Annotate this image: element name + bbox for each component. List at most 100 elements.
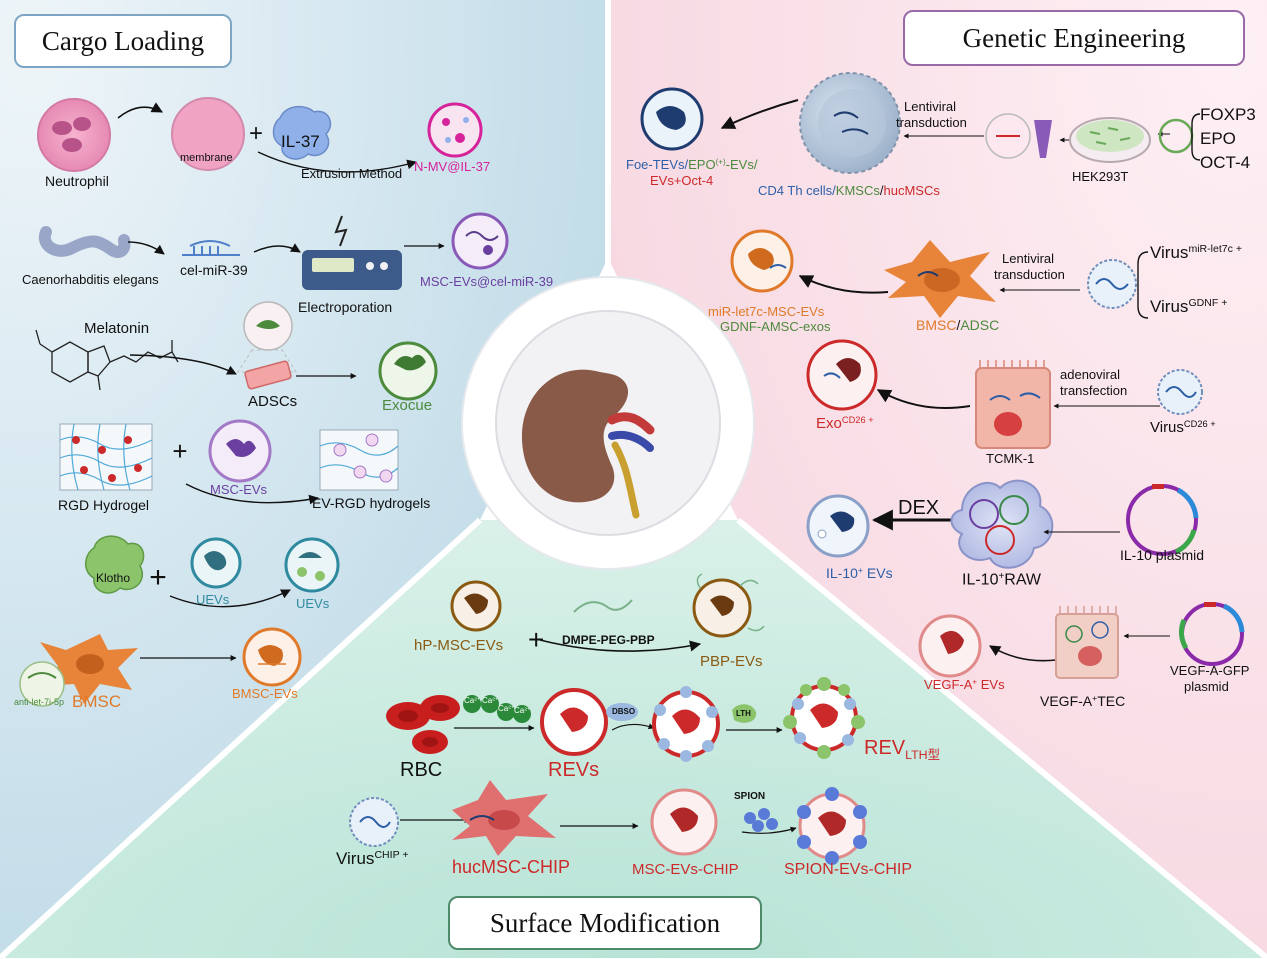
il10-plasmid-icon xyxy=(1126,484,1199,556)
lentivirus-packaging-icon xyxy=(985,113,1052,159)
dbso-icon xyxy=(606,703,638,721)
adscs-flask-icon xyxy=(237,301,297,390)
rev-lth-sub: LTH型 xyxy=(905,748,941,762)
virus-chip-sup: CHIP + xyxy=(374,849,409,862)
membrane-icon xyxy=(171,97,245,171)
neutrophil-icon xyxy=(37,98,111,172)
vegf-evs-sup: + xyxy=(972,677,978,687)
virus-chip-text: Virus xyxy=(336,849,375,868)
ca-label-1: Ca2+ xyxy=(464,697,480,705)
virus-mir-text: Virus xyxy=(1150,243,1189,262)
virus-gdnf-text: Virus xyxy=(1150,297,1189,316)
ca-label-2: Ca2+ xyxy=(482,697,498,705)
vegf-evs-text: VEGF-A xyxy=(924,677,973,692)
adenoviral-label: adenoviral xyxy=(1060,367,1120,382)
lth-icon xyxy=(732,704,757,723)
genetic-engineering-title: Genetic Engineering xyxy=(903,10,1245,66)
cd4-th-cell-icon xyxy=(799,72,901,174)
transduction-label-1: transduction xyxy=(896,115,967,130)
c-elegans-icon xyxy=(38,226,131,258)
vegf-tec-text: VEGF-A xyxy=(1040,693,1093,709)
bmsc-adsc-cell-icon xyxy=(884,240,996,318)
vegf-plasmid-icon xyxy=(1178,602,1245,666)
adsc-text: ADSC xyxy=(960,317,1000,333)
revs-label: REVs xyxy=(548,759,600,781)
dex-label: DEX xyxy=(898,497,940,519)
hucmscs-text: hucMSCs xyxy=(883,183,940,198)
mir-let-vesicle-icon xyxy=(730,229,794,293)
il10-evs-text: IL-10 xyxy=(826,565,858,581)
hek293t-dish-icon xyxy=(1069,117,1151,163)
il10-raw-text: IL-10 xyxy=(962,571,999,589)
vegf-evs-label: VEGF-A+ EVs xyxy=(924,678,1005,691)
kidney-icon xyxy=(521,369,655,519)
foe-tevs-text: Foe-TEVs/ xyxy=(626,157,689,172)
ca-4-sup: 2+ xyxy=(524,707,530,713)
virus-cd26-text: Virus xyxy=(1150,419,1184,437)
lentiviral-label-2: Lentiviral xyxy=(1002,251,1055,266)
uevs-vesicle-icon-1 xyxy=(190,537,242,589)
cd4-th-text: CD4 Th cells/ xyxy=(758,183,836,198)
anti-let-mirna-icon xyxy=(19,661,65,707)
foe-tevs-vesicle-icon xyxy=(640,87,704,151)
cd4-cells-label: CD4 Th cells/KMSCs/hucMSCs xyxy=(758,184,940,197)
ev-rgd-hydrogel-icon xyxy=(319,429,399,491)
electroporation-device-icon xyxy=(302,215,402,290)
rev-text: REV xyxy=(864,737,906,759)
foe-tevs-label: Foe-TEVs/EPO(+)-EVs/ xyxy=(626,158,757,171)
klotho-label: Klotho xyxy=(96,571,131,585)
exo-sup: CD26 + xyxy=(841,415,874,425)
rbc-label: RBC xyxy=(400,759,443,781)
dmpe-peg-pbp-label: DMPE-PEG-PBP xyxy=(562,633,655,647)
il10-evs-sup: + xyxy=(857,565,863,576)
ca-1-sup: 2+ xyxy=(474,697,480,703)
ca-2-sup: 2+ xyxy=(492,697,498,703)
vegf-tec-suffix: TEC xyxy=(1097,693,1126,709)
mirna-icon xyxy=(182,240,240,256)
bmsc-text: BMSC xyxy=(916,317,957,333)
lentiviral-label-1: Lentiviral xyxy=(904,99,957,114)
anti-let-label: anti-let-7i-5p xyxy=(14,697,65,707)
ca-3-sup: 2+ xyxy=(508,705,514,711)
il10-evs-label: IL-10+ EVs xyxy=(826,566,893,580)
il10-evs-vesicle-icon xyxy=(806,494,870,558)
vegf-plasmid-label-1: VEGF-A-GFP xyxy=(1170,663,1250,678)
hucmsc-chip-cell-icon xyxy=(452,780,556,856)
rev-lth-vesicle-icon xyxy=(783,677,865,759)
svg-text:+: + xyxy=(149,561,167,594)
virus-gdnf-sup: GDNF + xyxy=(1188,297,1228,310)
exocue-vesicle-icon xyxy=(378,341,438,401)
ca-3-text: Ca xyxy=(498,704,509,713)
vegf-tec-label: VEGF-A+TEC xyxy=(1040,694,1125,708)
vegf-tec-sup: + xyxy=(1092,693,1098,704)
exo-text: Exo xyxy=(816,415,842,433)
virus-gdnf-label: VirusGDNF + xyxy=(1150,298,1227,315)
n-mv-il37-label: N-MV@IL-37 xyxy=(414,159,491,174)
vegf-evs-vesicle-icon xyxy=(918,614,982,678)
virus-cd26-sup: CD26 + xyxy=(1183,419,1216,429)
vegf-plasmid-label-2: plasmid xyxy=(1184,679,1229,694)
msc-evs-chip-vesicle-icon xyxy=(650,788,718,856)
virus-mir-label: VirusmiR-let7c + xyxy=(1150,244,1242,261)
exo-cd26-label: ExoCD26 + xyxy=(816,415,874,433)
ca-label-4: Ca2+ xyxy=(514,707,530,715)
bmsc-evs-vesicle-icon xyxy=(242,627,302,687)
revs-vesicle-icon xyxy=(540,688,608,756)
msc-evs-label: MSC-EVs xyxy=(210,482,268,497)
ca-4-text: Ca xyxy=(514,706,525,715)
hp-plus-sign: + xyxy=(528,624,545,655)
spion-icon xyxy=(744,808,778,832)
il37-label: IL-37 xyxy=(281,132,320,151)
adenovirus-icon xyxy=(1157,369,1203,415)
kmscs-text: KMSCs xyxy=(835,183,880,198)
epo-evs-text: EPO xyxy=(688,157,716,172)
transduction-label-2: transduction xyxy=(994,267,1065,282)
lth-label: LTH xyxy=(736,709,751,718)
vegf-evs-suffix: EVs xyxy=(977,677,1005,692)
hp-msc-evs-label: hP-MSC-EVs xyxy=(414,637,504,654)
electroporation-label: Electroporation xyxy=(298,299,393,315)
hp-msc-evs-vesicle-icon xyxy=(450,580,502,632)
pbp-evs-vesicle-icon xyxy=(692,573,765,638)
spion-label: SPION xyxy=(734,791,766,802)
